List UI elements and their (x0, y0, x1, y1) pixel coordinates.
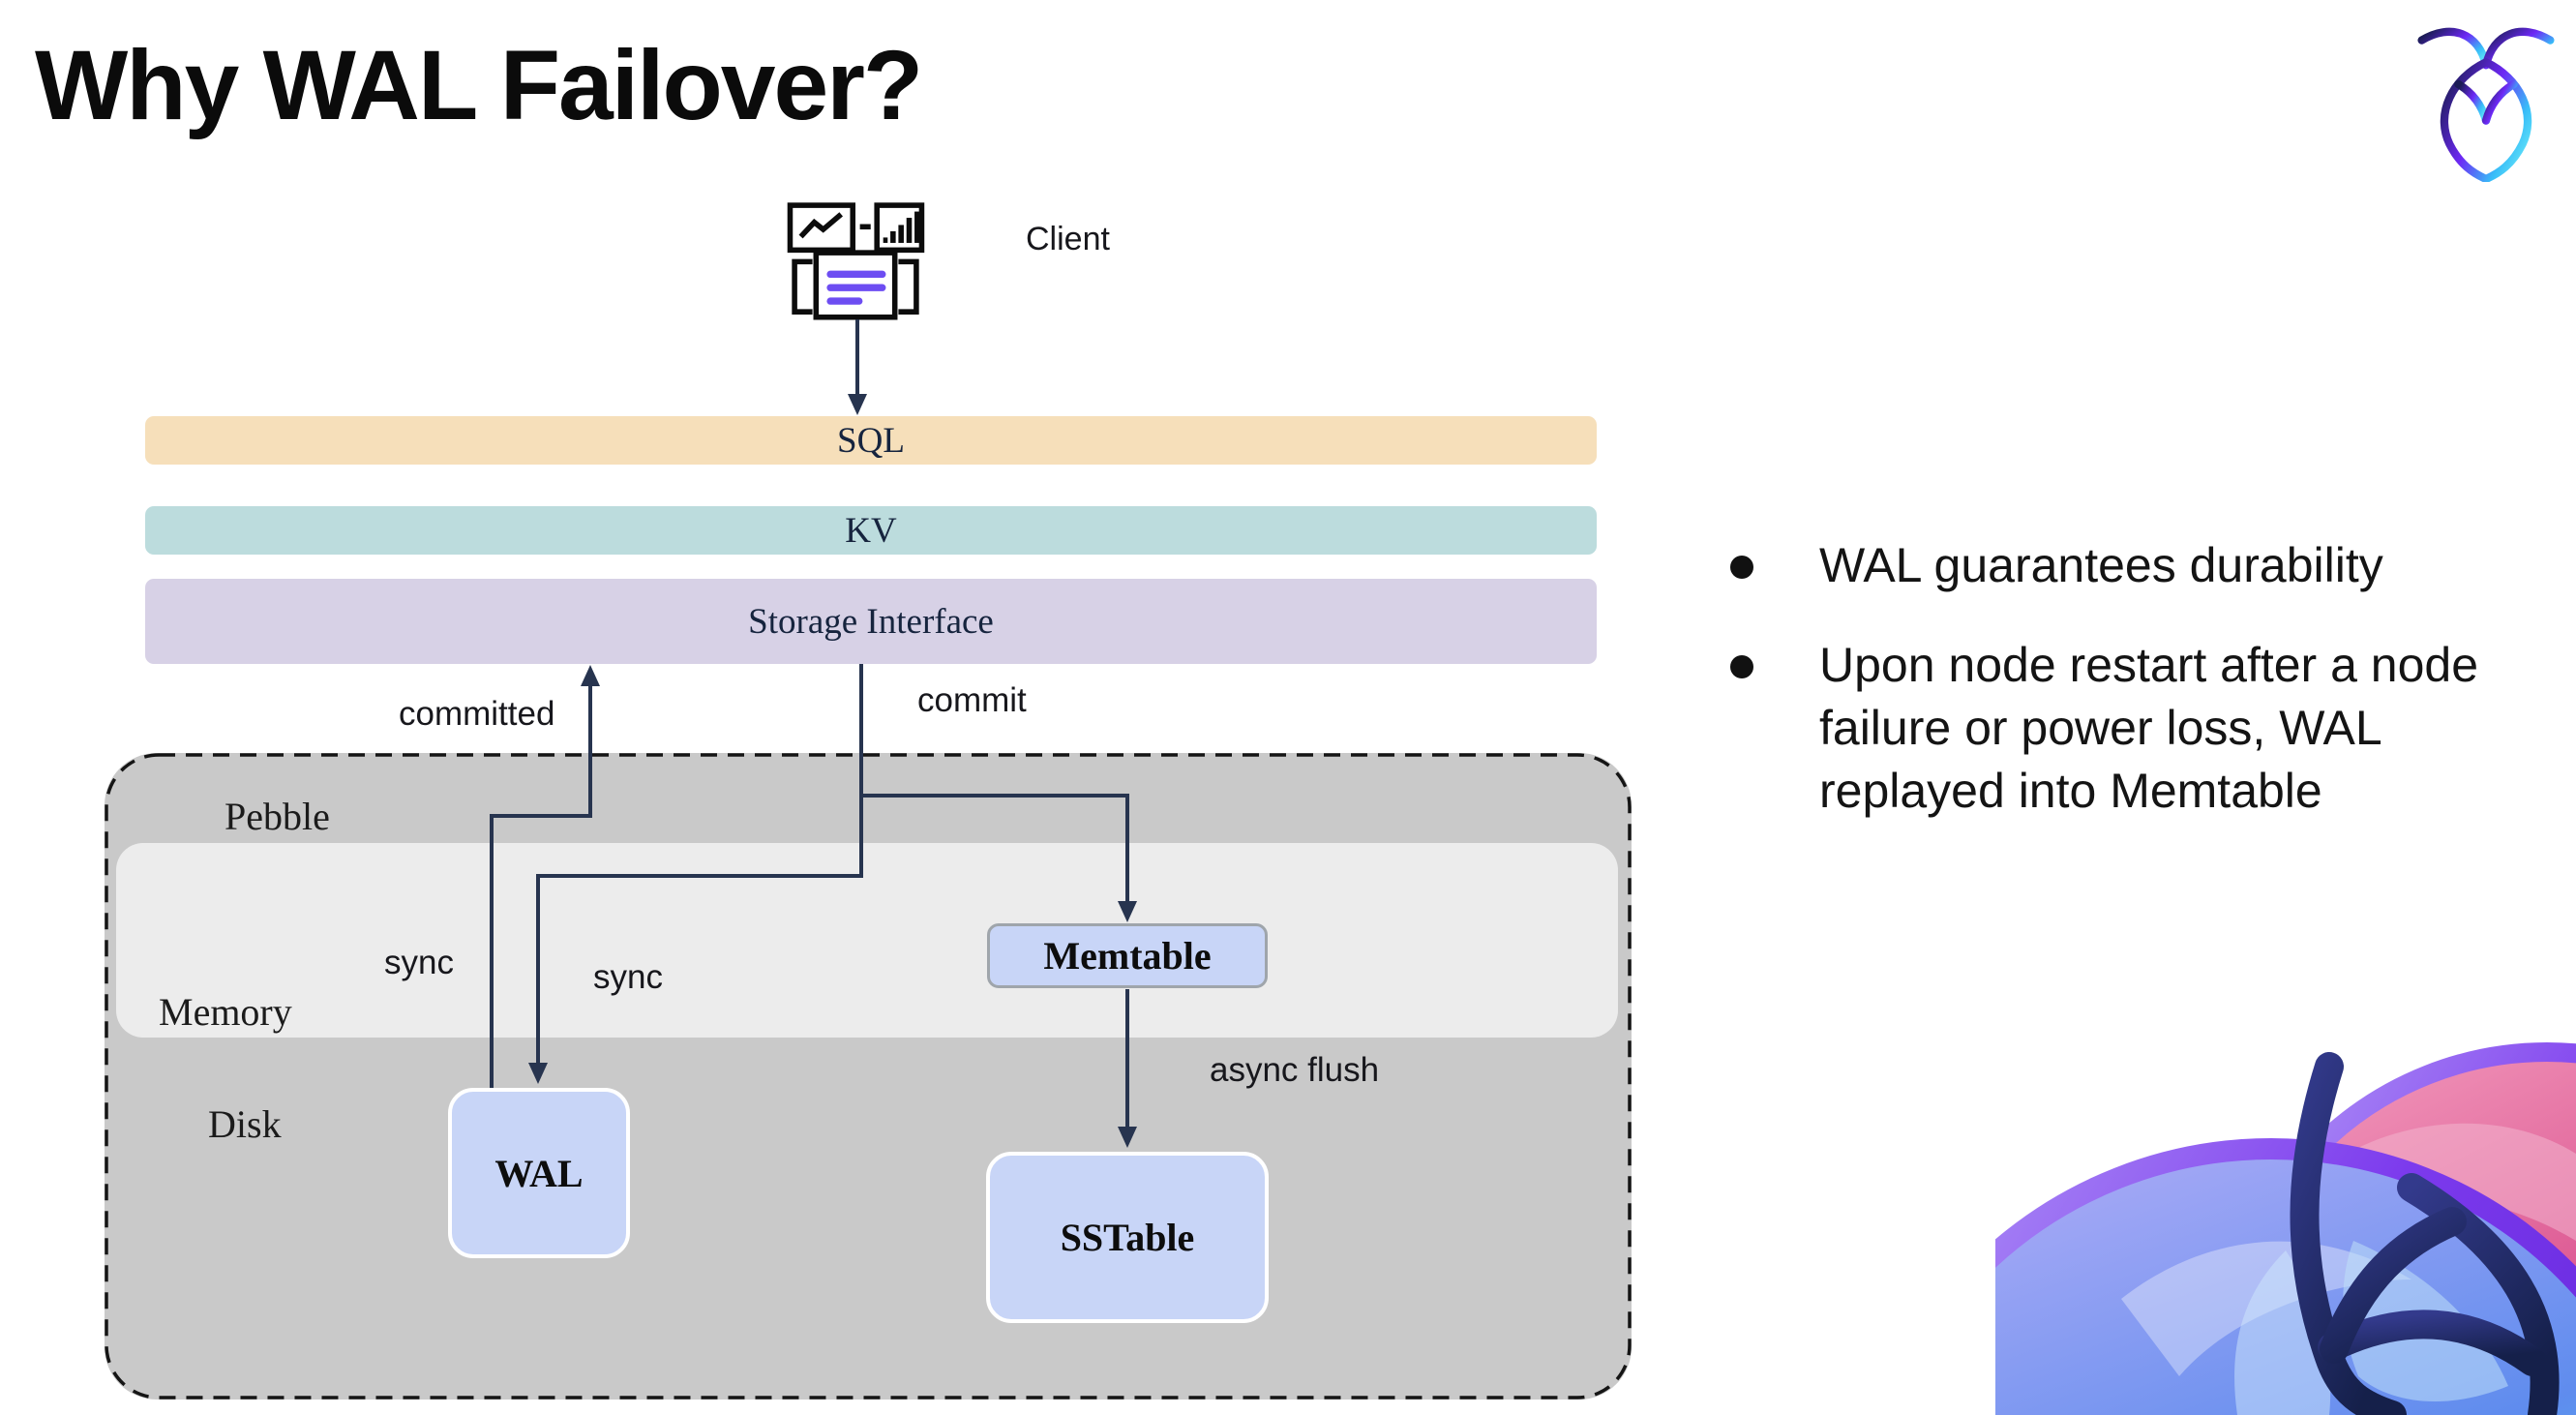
bar-chart-bars (883, 211, 920, 243)
sync-right-edge-label: sync (593, 958, 663, 996)
layer-bar-storage-label: Storage Interface (748, 601, 994, 642)
art-blue-rim (1995, 1138, 2576, 1298)
bracket-left-icon (792, 258, 813, 315)
bullet-list: WAL guarantees durability Upon node rest… (1730, 534, 2562, 823)
sync-left-edge-label: sync (384, 944, 454, 981)
logo-antenna-left (2417, 27, 2491, 70)
page-title: Why WAL Failover? (35, 30, 923, 140)
disk-label: Disk (208, 1102, 282, 1146)
arrowhead-client-to-sql (848, 394, 867, 415)
memory-band (116, 843, 1618, 1038)
cockroachdb-logo-icon (2417, 27, 2555, 182)
document-text-lines (826, 270, 886, 305)
bullet-dot (1730, 655, 1753, 678)
commit-edge-label: commit (917, 681, 1027, 719)
list-item: WAL guarantees durability (1730, 534, 2562, 597)
layer-bar-kv-label: KV (845, 510, 897, 551)
client-label: Client (1026, 221, 1110, 257)
layer-bar-sql: SQL (145, 416, 1597, 465)
async-flush-edge-label: async flush (1210, 1051, 1380, 1089)
line-chart-stroke (798, 212, 843, 239)
layer-bar-kv: KV (145, 506, 1597, 555)
sstable-node-label: SSTable (1060, 1216, 1195, 1259)
bracket-right-icon (898, 258, 919, 315)
memtable-node: Memtable (987, 923, 1268, 988)
sstable-node: SSTable (986, 1152, 1269, 1323)
pebble-label: Pebble (225, 795, 330, 838)
art-shell-lines (2290, 1052, 2560, 1415)
wal-node: WAL (448, 1088, 630, 1258)
logo-antenna-right (2481, 27, 2555, 70)
arrowhead-committed (581, 665, 600, 686)
client-apps-icon (787, 202, 925, 320)
logo-vein-left (2454, 79, 2491, 125)
brand-sphere-art (1995, 1042, 2576, 1415)
memtable-node-label: Memtable (1043, 934, 1212, 978)
bullet-text: Upon node restart after a node failure o… (1819, 638, 2479, 818)
memory-label: Memory (159, 990, 292, 1034)
layer-bar-sql-label: SQL (837, 420, 905, 461)
bullet-dot (1730, 556, 1753, 579)
logo-vein-right (2481, 79, 2518, 125)
layer-bar-storage-interface: Storage Interface (145, 579, 1597, 664)
bullet-text: WAL guarantees durability (1819, 538, 2383, 592)
wal-node-label: WAL (494, 1151, 584, 1195)
list-item: Upon node restart after a node failure o… (1730, 634, 2562, 823)
committed-edge-label: committed (399, 695, 555, 733)
